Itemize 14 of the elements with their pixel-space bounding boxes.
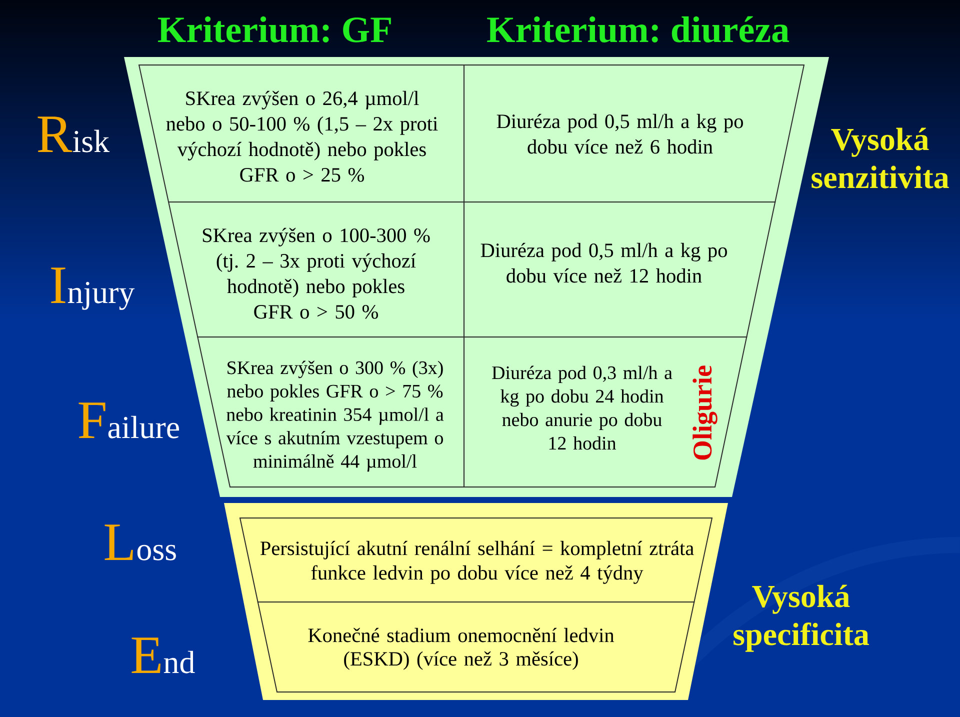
stage-label: Loss (104, 524, 176, 560)
criteria-cell: SKrea zvýšen o 300 % (3x) nebo pokles GFR o > 75 % nebo kreatinin 354 µmol/l a více s akutním vzestupem o minimálně 44 µmol/l (197, 336, 464, 488)
side-note: Vysoká senzitivita (812, 128, 949, 188)
column-heading: Kriterium: diuréza (487, 16, 790, 43)
criteria-cell: Diuréza pod 0,5 ml/h a kg po dobu více než 12 hodin (464, 201, 776, 338)
criteria-cell: Diuréza pod 0,5 ml/h a kg po dobu více než 6 hodin (464, 64, 805, 202)
stage-label: Risk (38, 116, 110, 152)
side-note: Vysoká specificita (734, 584, 869, 652)
stage-label: Injury (51, 268, 135, 310)
criteria-cell: Konečné stadium onemocnění ledvin (ESKD) (více než 3 měsíce) (257, 602, 695, 692)
stage-label: End (132, 638, 195, 674)
rotated-label: Oligurie (692, 366, 718, 460)
stage-label: Failure (78, 402, 179, 438)
column-heading: Kriterium: GF (158, 16, 391, 43)
